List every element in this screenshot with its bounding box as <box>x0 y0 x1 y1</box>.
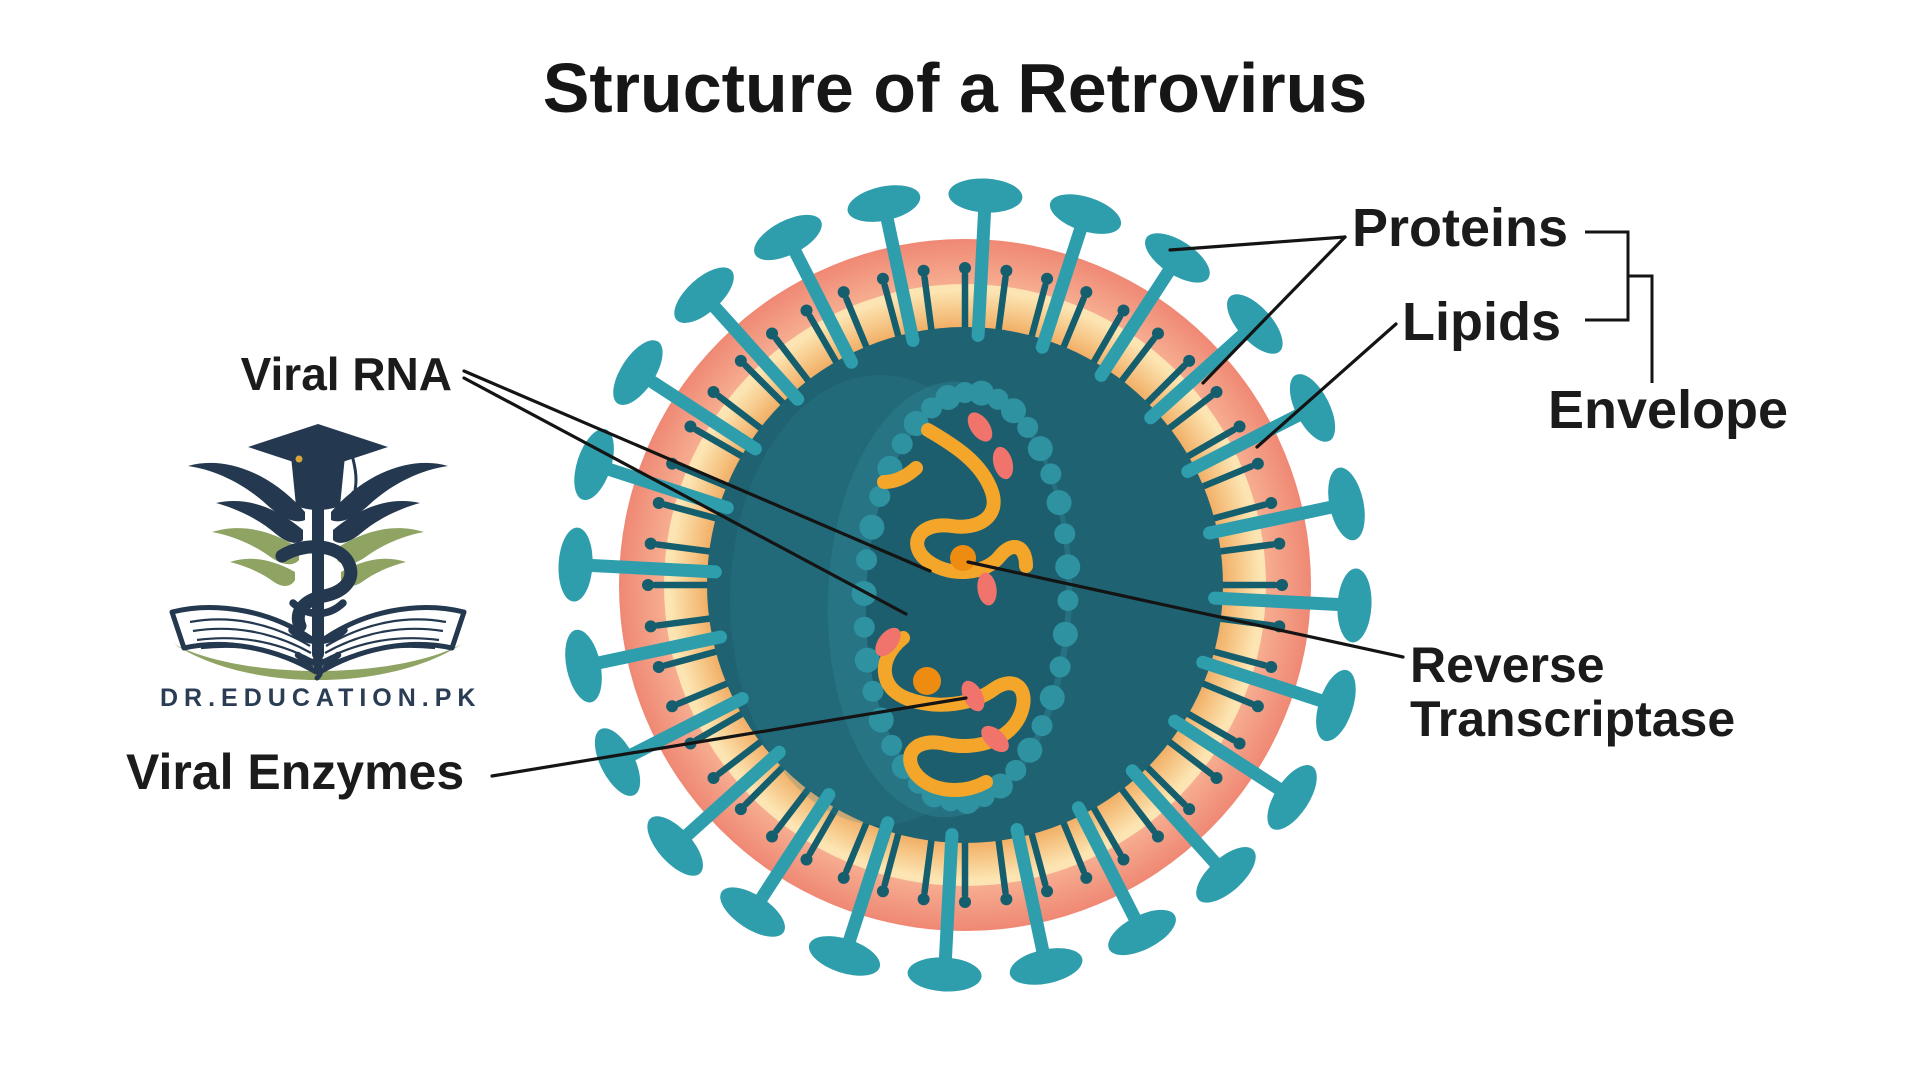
leader-reverse-transcriptase <box>966 560 1405 659</box>
label-reverse-transcriptase-line2: Transcriptase <box>1410 691 1736 747</box>
leader-lipids <box>1255 322 1398 449</box>
leader-proteins-spike <box>1168 235 1347 252</box>
glycoprotein-spikes <box>558 178 1372 992</box>
label-viral-rna: Viral RNA <box>240 348 452 400</box>
logo-wordmark: DR.EDUCATION.PK <box>160 684 482 712</box>
label-reverse-transcriptase-line1: Reverse <box>1410 637 1605 693</box>
label-viral-enzymes: Viral Enzymes <box>126 744 465 800</box>
envelope-bracket <box>1585 230 1654 383</box>
leader-viral-rna-2 <box>462 376 908 616</box>
viral-enzyme-dot <box>913 667 941 695</box>
annotation-lines <box>462 230 1654 778</box>
wing-right-icon <box>331 462 448 586</box>
viral-enzyme-ovals <box>875 412 1014 753</box>
reverse-transcriptase-dot <box>950 545 976 571</box>
label-proteins: Proteins <box>1352 198 1569 258</box>
leader-viral-rna-1 <box>462 369 932 573</box>
page-title: Structure of a Retrovirus <box>542 49 1368 127</box>
label-envelope: Envelope <box>1548 380 1789 440</box>
virion-illustration <box>558 178 1372 992</box>
leader-viral-enzymes <box>490 696 968 778</box>
caduceus-icon <box>248 424 388 681</box>
wing-left-icon <box>188 462 305 586</box>
leader-proteins-layer <box>1201 235 1347 385</box>
viral-rna-strands <box>877 423 1033 797</box>
book-icon <box>169 605 467 680</box>
label-reverse-transcriptase: Reverse Transcriptase <box>1410 638 1735 746</box>
logo-dr-education <box>169 424 467 681</box>
label-lipids: Lipids <box>1402 292 1561 352</box>
